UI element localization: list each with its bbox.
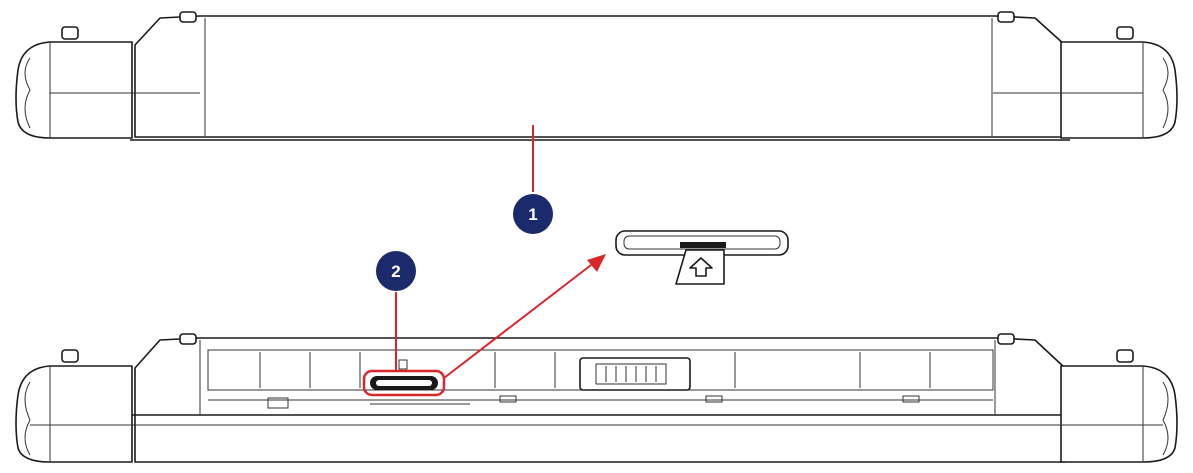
callout-1: 1	[513, 194, 553, 234]
callout-2: 2	[376, 251, 416, 291]
sim-slot-highlight	[362, 369, 446, 397]
pointer-arrow	[443, 254, 606, 379]
sim-card-slot-detail	[615, 230, 789, 285]
device-bottom-view	[15, 333, 1178, 463]
callout-2-label: 2	[391, 262, 400, 281]
callout-1-label: 1	[528, 205, 537, 224]
sim-card-icon	[675, 249, 725, 285]
up-arrow-icon	[689, 257, 713, 277]
device-top-view	[15, 11, 1178, 141]
